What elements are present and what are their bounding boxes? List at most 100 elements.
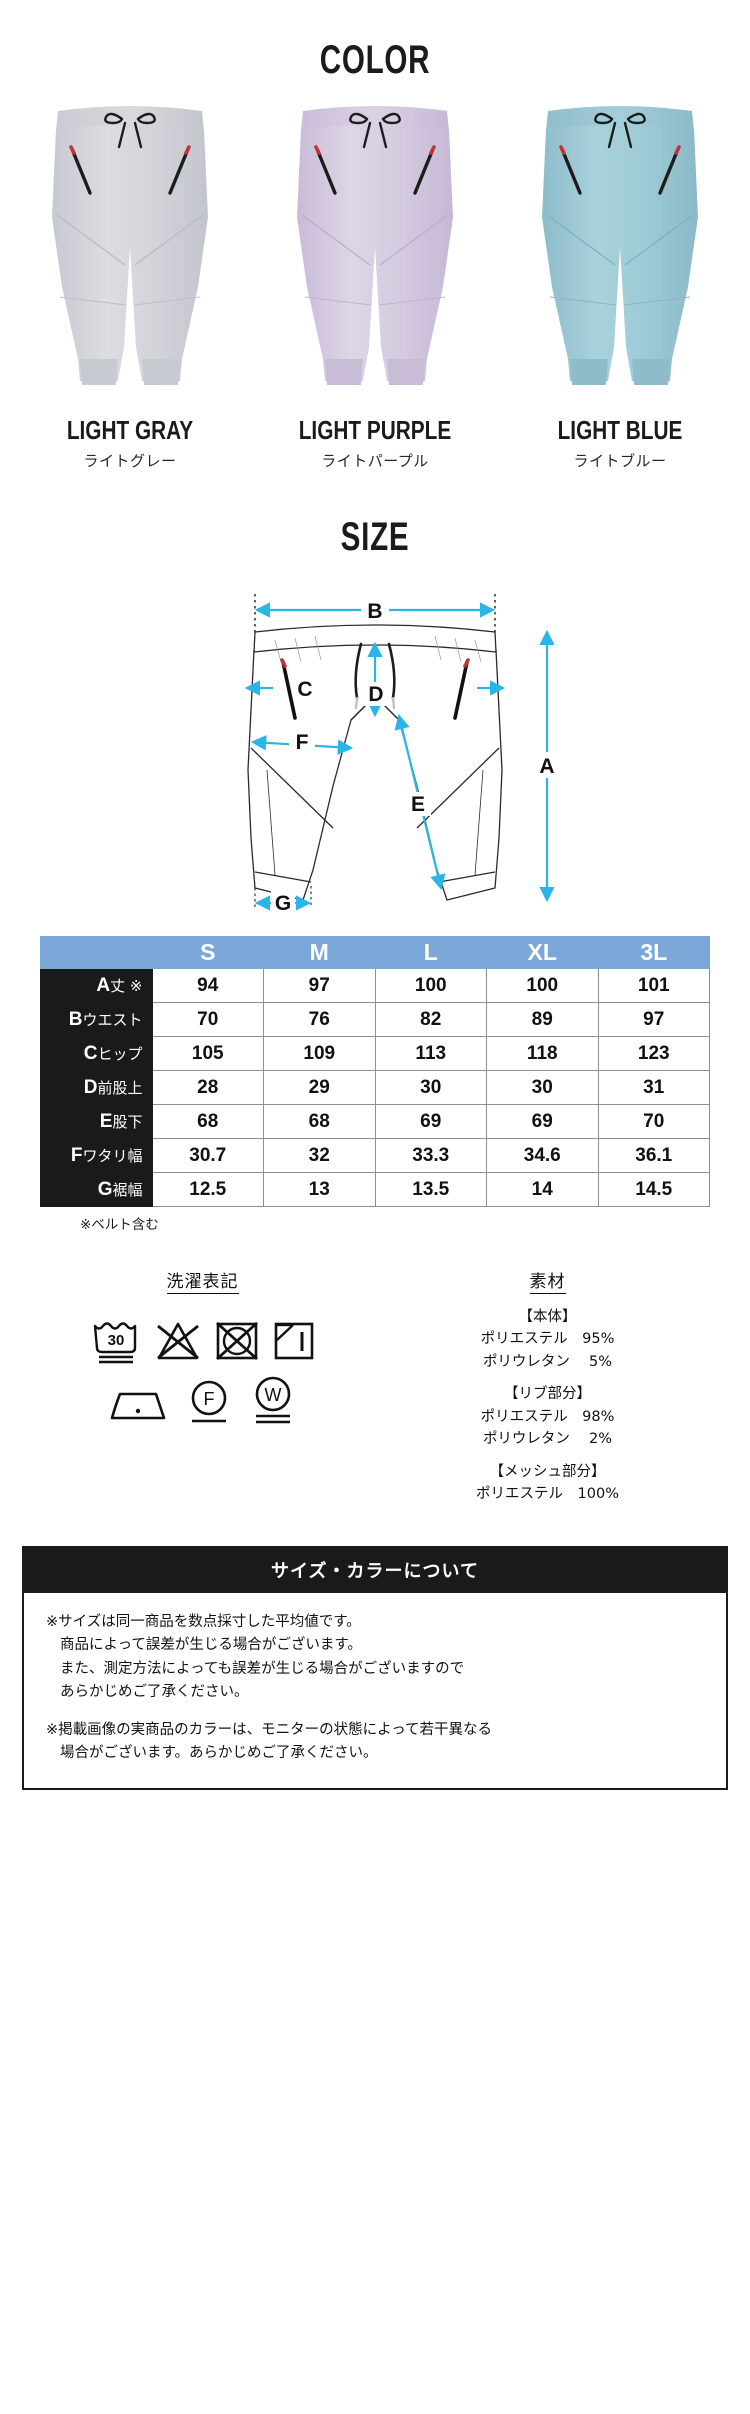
material-group-title: 【メッシュ部分】 [489, 1463, 606, 1480]
care-icon-row-1: 30 [30, 1312, 375, 1364]
size-cell: 89 [486, 1002, 599, 1037]
size-section-title: SIZE [340, 515, 410, 559]
pants-image-light-purple [263, 97, 487, 399]
color-item-light-blue[interactable]: LIGHT BLUE ライトブルー [508, 97, 732, 471]
size-cell: 33.3 [374, 1138, 487, 1173]
size-cell: 70 [597, 1104, 710, 1139]
size-cell: 14.5 [597, 1172, 710, 1207]
size-cell: 97 [263, 968, 376, 1003]
care-icon-group: 30 [30, 1312, 375, 1428]
color-section-title: COLOR [319, 38, 431, 82]
size-cell: 30 [374, 1070, 487, 1105]
notice-heading: サイズ・カラーについて [24, 1547, 726, 1593]
size-row-head-f: Fワタリ幅 [40, 1138, 153, 1173]
size-column-3l: 3L [597, 936, 710, 969]
size-cell: 29 [263, 1070, 376, 1105]
size-cell: 101 [597, 968, 710, 1003]
dry-clean-letter: F [203, 1389, 214, 1409]
row-letter: D [83, 1076, 98, 1098]
row-letter: F [70, 1144, 83, 1166]
notice-line: あらかじめご了承ください。 [60, 1684, 249, 1701]
size-cell: 34.6 [486, 1138, 599, 1173]
care-material-row: 洗濯表記 30 [0, 1233, 750, 1506]
notice-line: ※掲載画像の実商品のカラーは、モニターの状態によって若干異なる [46, 1721, 492, 1738]
size-cell: 113 [374, 1036, 487, 1071]
color-title-wrap: COLOR [0, 38, 750, 83]
measure-label-g: G [275, 892, 291, 915]
size-cell: 97 [597, 1002, 710, 1037]
size-cell: 70 [151, 1002, 264, 1037]
size-cell: 123 [597, 1036, 710, 1071]
size-column-s: S [151, 936, 264, 969]
table-row: D前股上 28 29 30 30 31 [40, 1070, 710, 1105]
row-label: ウエスト [82, 1010, 143, 1029]
material-section: 素材 【本体】 ポリエステル 95% ポリウレタン 5% 【リブ部分】 ポリエス… [375, 1267, 720, 1506]
size-section: SIZE [0, 471, 750, 1233]
color-item-light-gray[interactable]: LIGHT GRAY ライトグレー [18, 97, 242, 471]
color-name-en: LIGHT GRAY [66, 415, 194, 445]
size-row-head-e: E股下 [40, 1104, 153, 1139]
product-detail-page: COLOR [0, 38, 750, 1814]
material-group-rib: 【リブ部分】 ポリエステル 98% ポリウレタン 2% [375, 1383, 720, 1450]
color-name-en: LIGHT PURPLE [298, 415, 452, 445]
notice-paragraph-size: ※サイズは同一商品を数点採寸した平均値です。 商品によって誤差が生じる場合がござ… [46, 1611, 704, 1705]
size-table-footnote: ※ベルト含む [80, 1217, 159, 1233]
measure-label-b: B [367, 600, 382, 623]
jogger-pants-illustration [52, 106, 208, 385]
dry-clean-f-icon: F [191, 1380, 226, 1423]
bottom-spacer [0, 1790, 750, 1814]
size-cell: 28 [151, 1070, 264, 1105]
size-cell: 30 [486, 1070, 599, 1105]
row-label: 前股上 [97, 1078, 143, 1097]
table-row: G裾幅 12.5 13 13.5 14 14.5 [40, 1172, 710, 1207]
care-icon-row-2: F W [30, 1374, 375, 1428]
size-cell: 94 [151, 968, 264, 1003]
measure-label-d: D [368, 683, 383, 706]
drip-dry-in-shade-icon [274, 1322, 313, 1360]
measure-label-f: F [296, 731, 309, 754]
row-label: ヒップ [97, 1044, 143, 1063]
size-cell: 13 [263, 1172, 376, 1207]
do-not-tumble-dry-icon [215, 1321, 258, 1361]
row-label: ワタリ幅 [82, 1146, 143, 1165]
size-row-head-d: D前股上 [40, 1070, 153, 1105]
color-item-light-purple[interactable]: LIGHT PURPLE ライトパープル [263, 97, 487, 471]
measure-label-c: C [297, 678, 312, 701]
size-cell: 100 [374, 968, 487, 1003]
material-line: ポリウレタン 2% [482, 1431, 613, 1448]
color-name-ja: ライトブルー [573, 452, 667, 470]
row-letter: B [68, 1008, 83, 1030]
size-measurement-diagram: B A C D F E [244, 594, 561, 915]
size-cell: 69 [374, 1104, 487, 1139]
care-heading: 洗濯表記 [166, 1267, 239, 1294]
wash-tub-30-icon: 30 [93, 1322, 136, 1364]
size-diagram-wrap: B A C D F E [0, 560, 750, 920]
material-group-title: 【リブ部分】 [504, 1386, 591, 1403]
table-row: Bウエスト 70 76 82 89 97 [40, 1002, 710, 1037]
row-letter: E [99, 1110, 113, 1132]
pants-image-light-blue [508, 97, 732, 399]
wet-clean-w-icon: W [255, 1376, 290, 1424]
notice-line: また、測定方法によっても誤差が生じる場合がございますので [60, 1660, 465, 1677]
care-section: 洗濯表記 30 [30, 1267, 375, 1428]
material-group-mesh: 【メッシュ部分】 ポリエステル 100% [375, 1461, 720, 1506]
notice-paragraph-color: ※掲載画像の実商品のカラーは、モニターの状態によって若干異なる 場合がございます… [46, 1719, 704, 1766]
measure-label-e: E [411, 793, 425, 816]
material-line: ポリエステル 98% [480, 1408, 615, 1425]
zipper-left [559, 145, 582, 195]
wash-temp-label: 30 [107, 1332, 124, 1349]
color-name-ja: ライトグレー [83, 452, 177, 470]
table-row: E股下 68 68 69 69 70 [40, 1104, 710, 1139]
notice-line: 商品によって誤差が生じる場合がございます。 [60, 1637, 362, 1654]
size-table-head: S M L XL 3L [40, 936, 710, 969]
color-name-ja: ライトパープル [321, 452, 429, 470]
material-heading: 素材 [529, 1267, 566, 1294]
measure-label-a: A [539, 755, 554, 778]
do-not-bleach-icon [156, 1322, 199, 1360]
table-row: Fワタリ幅 30.7 32 33.3 34.6 36.1 [40, 1138, 710, 1173]
size-cell: 100 [486, 968, 599, 1003]
zipper-right [413, 145, 436, 195]
row-letter: A [96, 974, 111, 996]
size-table-header-row: S M L XL 3L [40, 936, 710, 969]
size-column-l: L [374, 936, 487, 969]
